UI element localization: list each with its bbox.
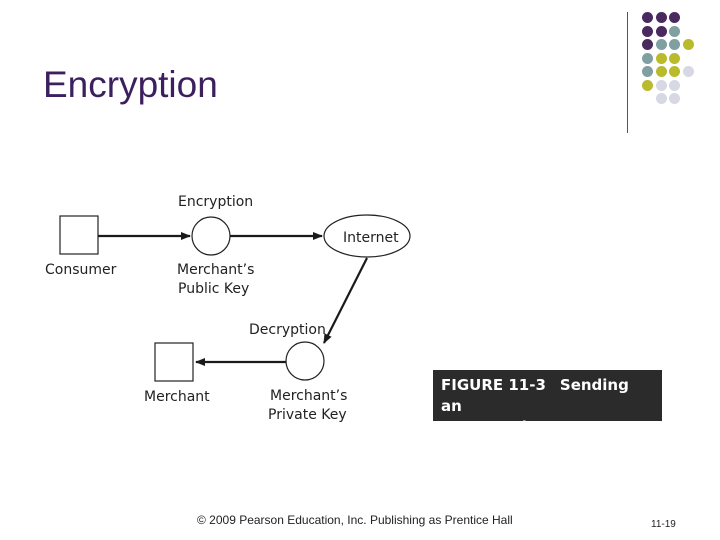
decorative-dot [642,25,653,37]
title-divider [627,12,628,133]
internet-label: Internet [343,230,399,246]
decorative-dot [669,79,680,91]
decorative-dot [655,66,667,77]
slide-title: Encryption [43,64,218,105]
caption-title-line2: Encrypted Message [441,418,607,436]
decorative-dot [655,39,667,50]
decorative-dot [642,12,653,23]
decorative-dot [655,52,667,64]
decorative-dot [655,93,667,104]
decryption-label: Decryption [249,322,326,338]
merchant-label: Merchant [144,389,210,405]
internet-node [323,214,411,258]
decorative-dot [669,12,680,23]
caption-title-line1: Sending an [441,376,629,415]
decorative-dot [682,39,694,50]
decorative-dot [642,66,653,77]
decorative-dot [655,12,667,23]
encryption-key-circle [191,216,231,256]
private-key-label-line1: Merchant’s [270,388,347,404]
consumer-label: Consumer [45,262,117,278]
decorative-dot [642,52,653,64]
decorative-dot [682,66,694,77]
caption-number: FIGURE 11-3 [441,376,546,394]
decorative-dot [655,79,667,91]
decorative-dot [642,79,653,91]
public-key-label-line2: Public Key [178,281,249,297]
public-key-label-line1: Merchant’s [177,262,254,278]
decorative-dot [642,39,653,50]
decorative-dot [669,52,680,64]
merchant-box [154,342,194,382]
private-key-label-line2: Private Key [268,407,347,423]
encryption-label: Encryption [178,194,253,210]
decryption-key-circle [285,341,325,381]
decorative-dot [669,66,680,77]
page-number: 11-19 [651,519,676,530]
decorative-dot [669,39,680,50]
consumer-box [59,215,99,255]
decorative-dot [655,25,667,37]
decorative-dot [669,93,680,104]
decorative-dot [669,25,680,37]
arrow-internet-to-decryption [323,257,368,344]
copyright-footer: © 2009 Pearson Education, Inc. Publishin… [197,513,513,527]
